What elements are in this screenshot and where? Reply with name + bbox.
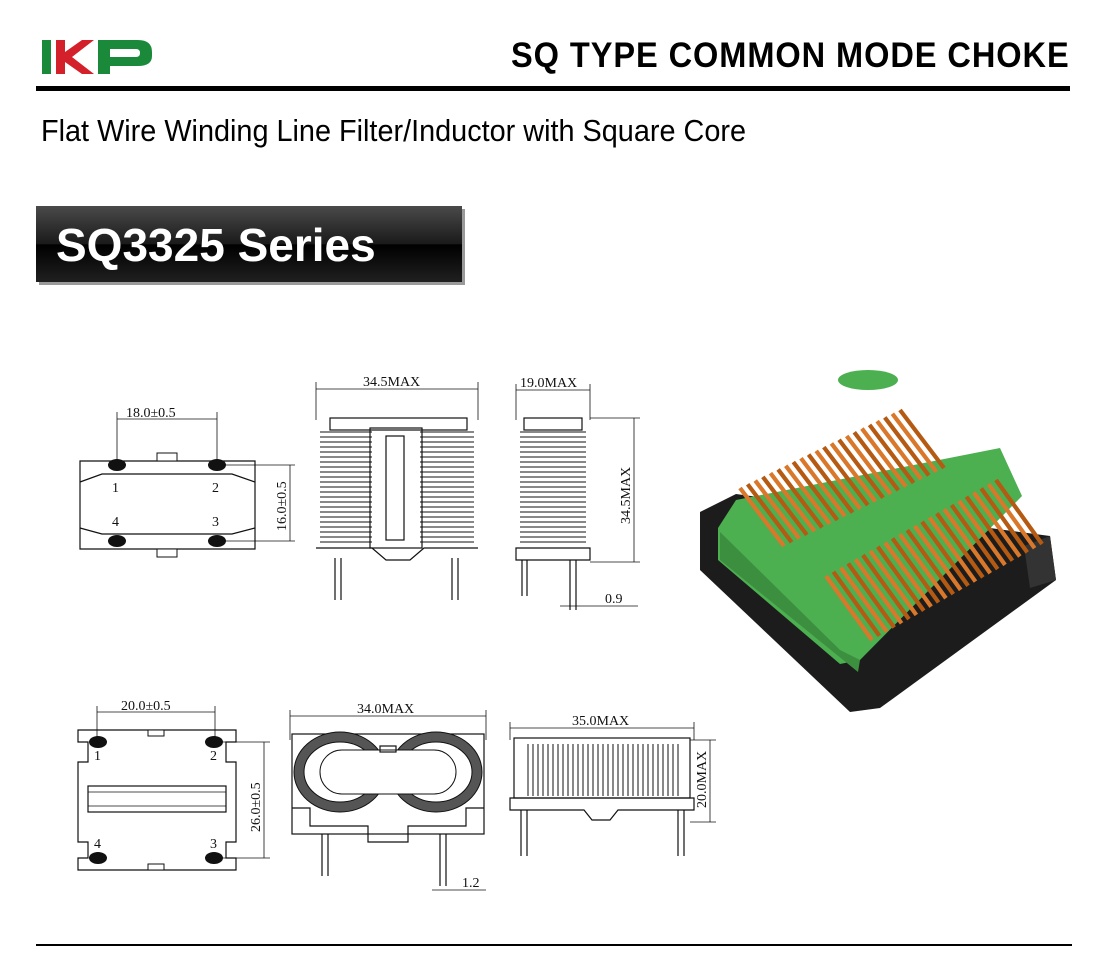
pin-label-b1: 1 <box>94 749 101 764</box>
winding-line <box>824 574 874 642</box>
winding-line <box>935 512 985 579</box>
dim-row-spacing-b: 26.0±0.5 <box>249 782 264 832</box>
winding-line <box>920 520 970 587</box>
winding-line <box>898 533 948 600</box>
winding-line <box>799 457 847 518</box>
dim-pin-width-b: 1.2 <box>462 876 480 891</box>
pin-label-2: 2 <box>212 481 219 496</box>
dim-side-width-b: 35.0MAX <box>572 714 629 729</box>
winding-line <box>852 431 900 492</box>
footprint-view-bottom: 20.0±0.5 1 2 4 3 26.0±0.5 <box>77 699 270 871</box>
winding-line <box>883 416 931 477</box>
winding-line <box>942 507 992 575</box>
pin-label-b2: 2 <box>210 749 217 764</box>
winding-line <box>784 464 832 525</box>
dim-pin-spacing: 18.0±0.5 <box>126 406 176 421</box>
series-banner: SQ3325 Series <box>36 206 462 282</box>
winding-line <box>868 549 919 617</box>
winding-line <box>912 524 963 592</box>
winding-line <box>957 499 1007 567</box>
winding-line <box>829 442 878 503</box>
winding-line <box>890 412 939 473</box>
dim-pin-width: 0.9 <box>605 592 623 607</box>
winding-line <box>745 483 794 544</box>
front-view-bottom: 34.0MAX 1.2 <box>289 702 487 891</box>
product-photo <box>700 370 1056 712</box>
pin-label-3: 3 <box>212 515 219 530</box>
winding-line <box>986 482 1037 550</box>
winding-line <box>876 545 926 613</box>
winding-line <box>761 475 809 537</box>
winding-line <box>979 487 1029 554</box>
winding-line <box>883 541 933 608</box>
pin-label-b3: 3 <box>210 837 217 852</box>
winding-line <box>867 423 916 485</box>
series-label: SQ3325 Series <box>56 219 376 271</box>
winding-line <box>972 491 1022 558</box>
front-view-top: 34.5MAX <box>315 375 479 600</box>
winding-line <box>905 528 956 596</box>
winding-line <box>837 438 885 499</box>
side-view-top: 19.0MAX 34.5MAX 0.9 <box>515 376 640 610</box>
winding-line <box>776 468 824 529</box>
winding-line <box>853 558 904 625</box>
dim-front-width: 34.5MAX <box>363 375 420 390</box>
winding-line <box>844 434 893 496</box>
dim-pin-spacing-b: 20.0±0.5 <box>121 699 171 714</box>
header-rule <box>36 86 1070 91</box>
winding-line <box>994 478 1044 546</box>
dim-front-width-b: 34.0MAX <box>357 702 414 717</box>
winding-line <box>831 570 882 638</box>
winding-line <box>822 445 870 507</box>
winding-line <box>738 486 786 548</box>
pin-label-4: 4 <box>112 515 119 530</box>
dim-height-b: 20.0MAX <box>695 751 710 808</box>
side-view-bottom: 35.0MAX 20.0MAX <box>509 714 716 856</box>
product-subtitle: Flat Wire Winding Line Filter/Inductor w… <box>41 113 747 148</box>
winding-line <box>846 562 896 629</box>
winding-line <box>768 471 817 533</box>
winding-line <box>806 453 855 514</box>
winding-line <box>860 427 908 488</box>
winding-line <box>814 449 862 511</box>
dim-side-width: 19.0MAX <box>520 376 577 391</box>
footprint-view-top: 18.0±0.5 1 2 4 3 16.0±0.5 <box>79 406 295 558</box>
pin-label-b4: 4 <box>94 837 101 852</box>
winding-line <box>875 419 923 481</box>
winding-line <box>791 460 840 522</box>
winding-line <box>839 566 889 633</box>
winding-line <box>927 516 978 583</box>
document-title: SQ TYPE COMMON MODE CHOKE <box>511 36 1070 75</box>
ikp-logo <box>42 40 152 74</box>
winding-line <box>964 495 1015 562</box>
pin-label-1: 1 <box>112 481 119 496</box>
dim-height: 34.5MAX <box>619 467 634 524</box>
winding-line <box>861 553 911 621</box>
dim-row-spacing: 16.0±0.5 <box>275 481 290 531</box>
winding-line <box>898 408 946 470</box>
winding-line <box>753 479 801 540</box>
winding-line <box>949 503 1000 571</box>
winding-line <box>890 537 941 604</box>
footer-rule <box>36 944 1072 946</box>
